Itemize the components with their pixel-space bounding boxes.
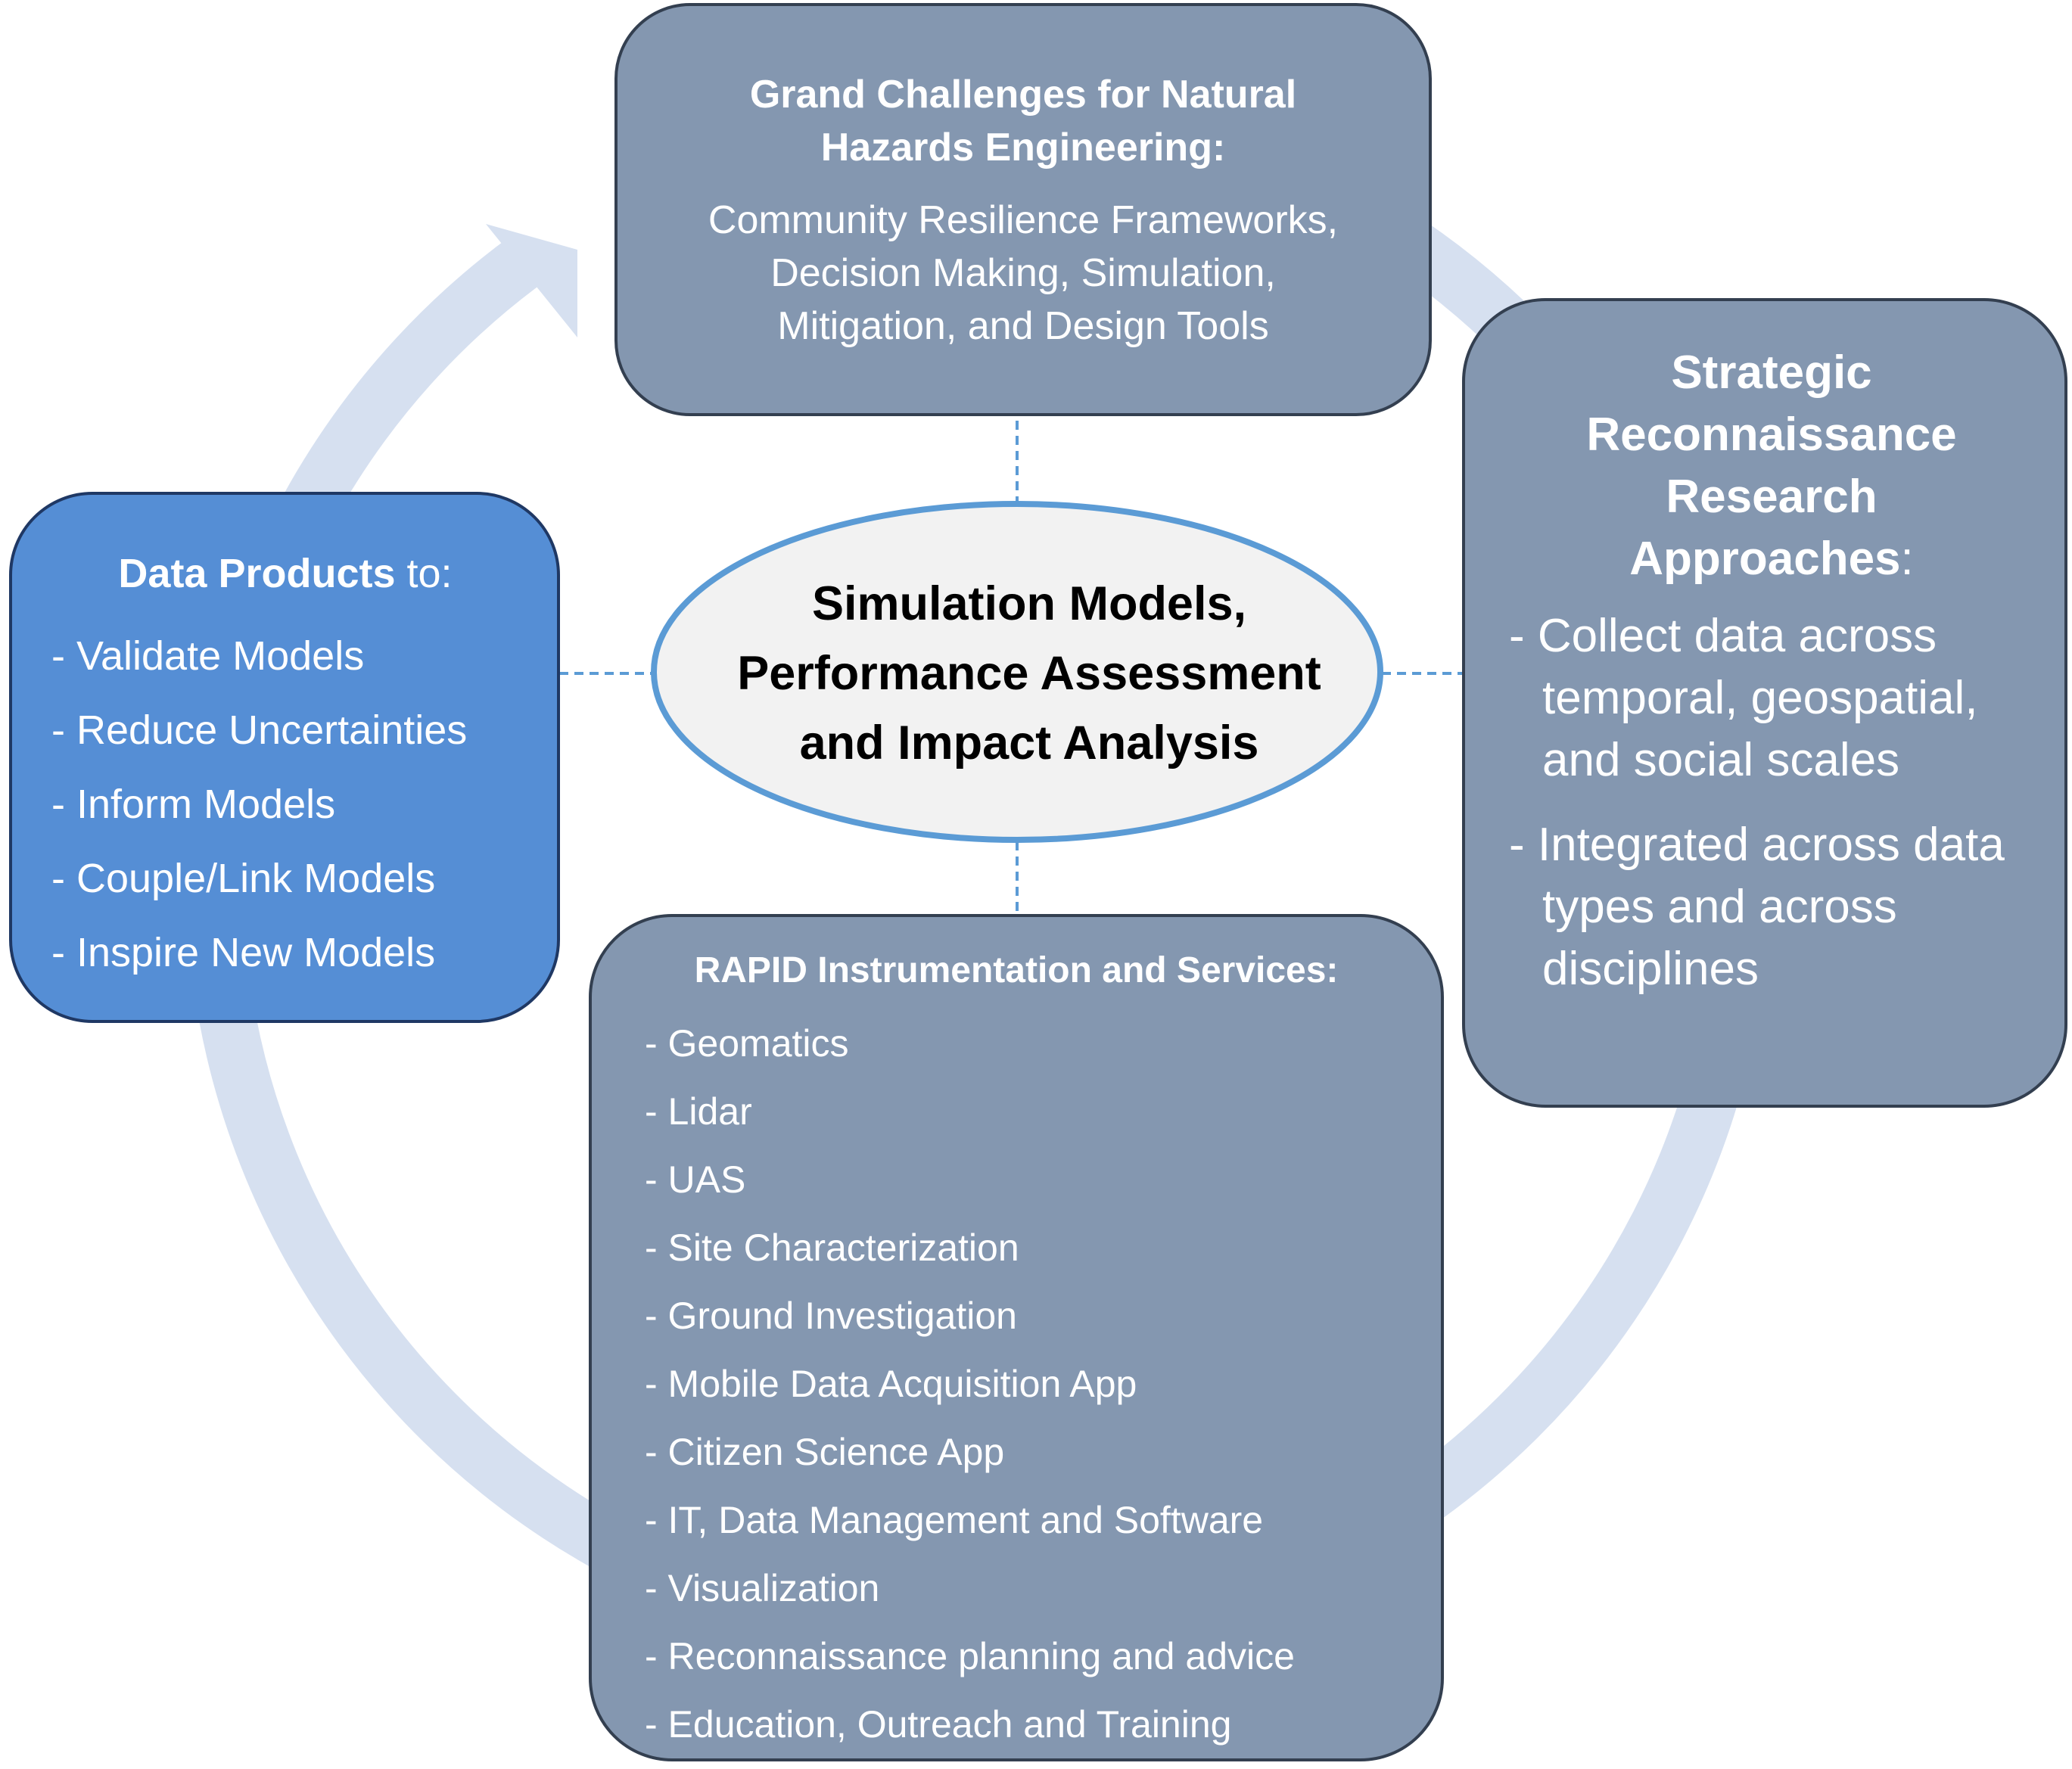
strategic-list: - Collect data across temporal, geospati… [1509,605,2034,1000]
data-products-item: - Inspire New Models [51,930,436,975]
rapid-item: - Site Characterization [645,1226,1019,1269]
rapid-item: - IT, Data Management and Software [645,1499,1264,1541]
strategic-item: - Integrated across data types and acros… [1509,819,2005,995]
grand-challenges-box: Grand Challenges for Natural Hazards Eng… [614,3,1432,416]
rapid-item: - Ground Investigation [645,1295,1017,1337]
data-products-item: - Validate Models [51,633,365,679]
center-label: Simulation Models, Performance Assessmen… [658,522,1400,825]
data-products-title-rest: to: [395,551,453,596]
strategic-box: Strategic Reconnaissance Research Approa… [1462,298,2067,1108]
rapid-item: - Geomatics [645,1022,849,1065]
rapid-item: - Education, Outreach and Training [645,1703,1232,1746]
rapid-item: - UAS [645,1158,746,1201]
center-label-text: Simulation Models, Performance Assessmen… [737,577,1321,769]
data-products-item: - Couple/Link Models [51,856,436,901]
rapid-item: - Reconnaissance planning and advice [645,1635,1295,1677]
rapid-item: - Lidar [645,1090,752,1133]
rapid-item: - Visualization [645,1567,880,1609]
data-products-item: - Inform Models [51,782,336,827]
rapid-list: - Geomatics - Lidar - UAS - Site Charact… [645,1009,1418,1758]
grand-challenges-line: Community Resilience Frameworks, [708,198,1339,242]
rapid-title: RAPID Instrumentation and Services: [694,950,1339,990]
grand-challenges-line: Mitigation, and Design Tools [777,304,1269,348]
grand-challenges-body: Community Resilience Frameworks, Decisio… [618,194,1429,353]
grand-challenges-line: Decision Making, Simulation, [770,251,1276,295]
strategic-title-text: Strategic Reconnaissance Research Approa… [1586,347,1957,585]
center-ellipse [651,501,1383,843]
cycle-arrow-head [486,224,577,337]
data-products-title-bold: Data Products [118,551,396,596]
data-products-list: - Validate Models - Reduce Uncertainties… [51,619,542,990]
data-products-item: - Reduce Uncertainties [51,707,468,753]
rapid-item: - Mobile Data Acquisition App [645,1363,1137,1405]
strategic-title-suffix: : [1900,533,1914,585]
grand-challenges-title: Grand Challenges for Natural Hazards Eng… [749,73,1297,169]
strategic-item: - Collect data across temporal, geospati… [1509,610,1978,786]
data-products-title: Data Products to: [51,546,542,601]
strategic-title: Strategic Reconnaissance Research Approa… [1560,342,1983,590]
rapid-box: RAPID Instrumentation and Services: - Ge… [589,914,1444,1761]
data-products-box: Data Products to: - Validate Models - Re… [9,492,560,1023]
rapid-item: - Citizen Science App [645,1431,1005,1473]
